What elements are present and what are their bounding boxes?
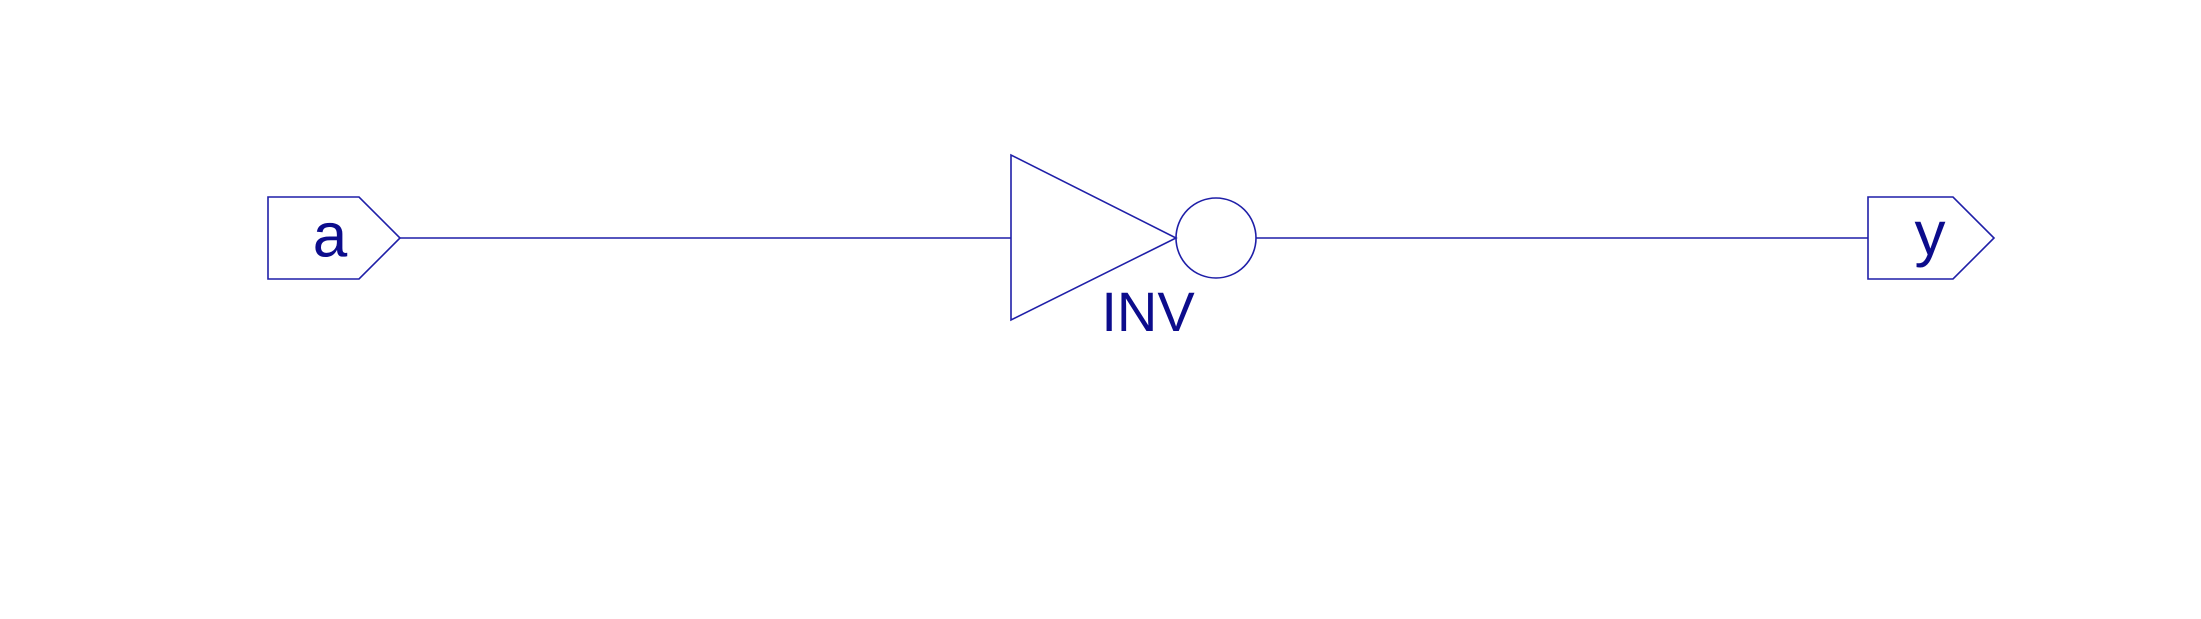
input-port-a[interactable]: a (267, 196, 402, 280)
output-port-shape (1867, 196, 1996, 280)
output-port-y[interactable]: y (1867, 196, 1996, 280)
inverter-gate[interactable]: INV (1010, 153, 1257, 343)
inverter-triangle (1010, 153, 1178, 322)
output-port-label: y (1915, 199, 1946, 268)
input-port-label: a (313, 201, 348, 270)
inverter-label: INV (1101, 280, 1195, 343)
inverter-bubble (1175, 197, 1257, 279)
input-port-shape (267, 196, 402, 280)
